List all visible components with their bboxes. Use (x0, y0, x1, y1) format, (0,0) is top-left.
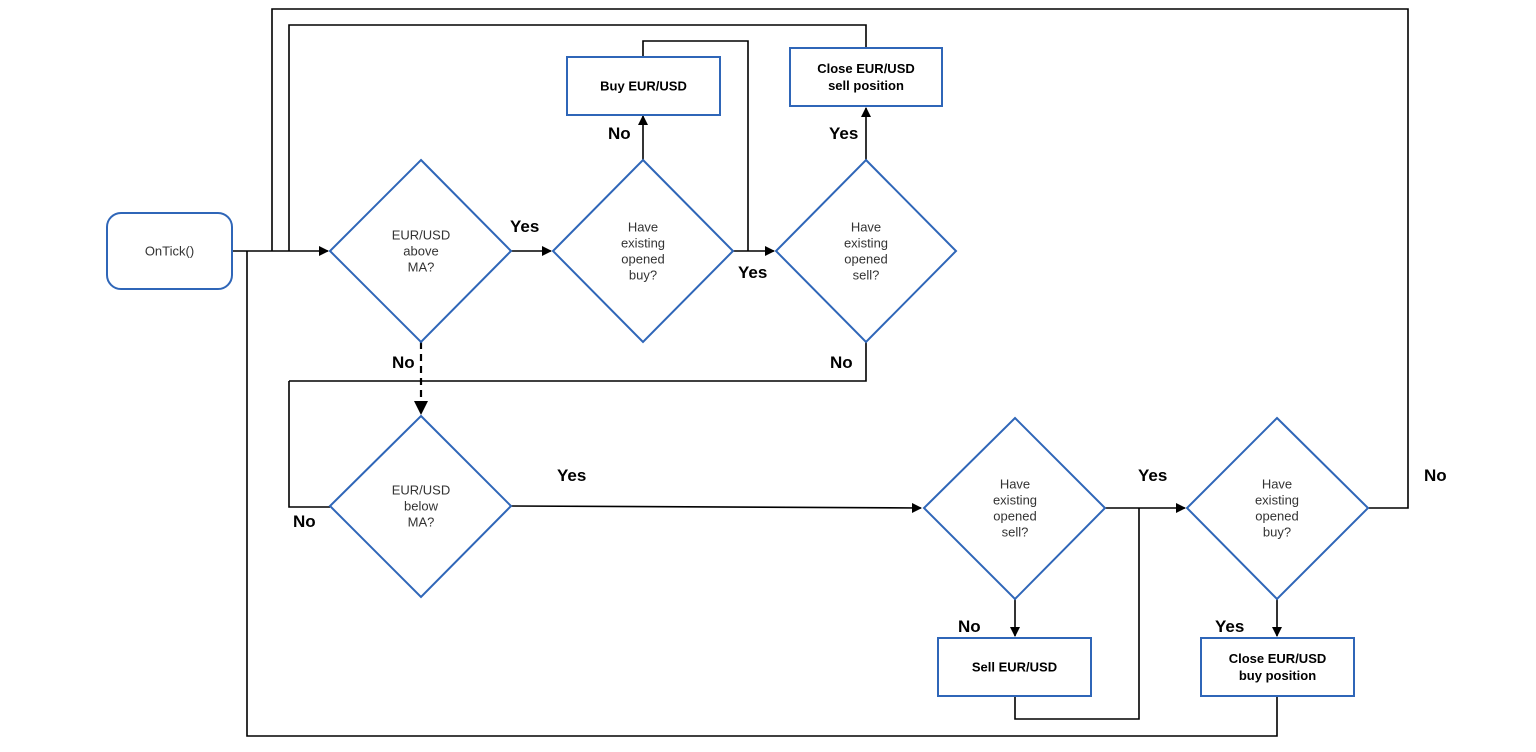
node-label-line: opened (993, 509, 1036, 524)
node-close-sell-label: Close EUR/USD sell position (817, 61, 915, 93)
label-above-ma-no: No (392, 353, 415, 372)
edge-below-ma-yes (510, 502, 922, 513)
label-sell-bottom-yes: Yes (1138, 466, 1167, 485)
node-label-line: Sell EUR/USD (972, 660, 1057, 675)
node-label-line: Have (628, 220, 658, 235)
node-label-line: existing (1255, 493, 1299, 508)
label-below-ma-yes: Yes (557, 466, 586, 485)
node-label-line: buy position (1239, 668, 1316, 683)
label-buy-bottom-no: No (1424, 466, 1447, 485)
node-label-line: Have (851, 220, 881, 235)
edge-sell-top-no-loop (289, 342, 867, 382)
node-close-sell: Close EUR/USD sell position (789, 47, 943, 107)
node-close-buy: Close EUR/USD buy position (1200, 637, 1355, 697)
edge-buy-bottom-no-loop (271, 8, 1409, 509)
node-label-line: opened (621, 252, 664, 267)
node-label-line: Have (1000, 477, 1030, 492)
label-buy-top-no: No (608, 124, 631, 143)
node-sell-eurusd-label: Sell EUR/USD (972, 660, 1057, 675)
node-buy-eurusd: Buy EUR/USD (566, 56, 721, 116)
edge-labels: Yes No No Yes Yes No Yes No Yes No No Ye… (293, 124, 1447, 636)
label-sell-bottom-no: No (958, 617, 981, 636)
node-label-line: buy? (1263, 525, 1291, 540)
label-buy-bottom-yes: Yes (1215, 617, 1244, 636)
node-label-line: opened (1255, 509, 1298, 524)
node-label-line: above (403, 244, 438, 259)
node-close-buy-label: Close EUR/USD buy position (1229, 651, 1327, 683)
node-label-line: buy? (629, 268, 657, 283)
node-label-line: Close EUR/USD (1229, 651, 1327, 666)
edge-below-ma-no-loop (288, 381, 330, 508)
node-label-line: EUR/USD (392, 228, 451, 243)
edge-close-sell-loop (288, 24, 867, 251)
node-label-line: MA? (408, 260, 435, 275)
label-sell-top-yes: Yes (829, 124, 858, 143)
node-label-line: existing (621, 236, 665, 251)
edge-buy-eurusd-loop (642, 40, 749, 251)
node-label-line: existing (844, 236, 888, 251)
edge-sell-eurusd-loop (1014, 508, 1140, 720)
node-label-line: opened (844, 252, 887, 267)
node-label-line: sell? (853, 268, 880, 283)
node-ontick: OnTick() (106, 212, 233, 290)
label-buy-top-yes: Yes (738, 263, 767, 282)
node-sell-eurusd: Sell EUR/USD (937, 637, 1092, 697)
node-label-line: Buy EUR/USD (600, 79, 687, 94)
node-label-line: OnTick() (145, 244, 194, 259)
label-above-ma-yes: Yes (510, 217, 539, 236)
label-sell-top-no: No (830, 353, 853, 372)
node-label-line: existing (993, 493, 1037, 508)
label-below-ma-no: No (293, 512, 316, 531)
node-label-line: below (404, 499, 439, 514)
node-label-line: sell? (1002, 525, 1029, 540)
node-buy-eurusd-label: Buy EUR/USD (600, 79, 687, 94)
node-label-line: EUR/USD (392, 483, 451, 498)
edges (232, 8, 1409, 737)
node-label-line: Close EUR/USD (817, 61, 915, 76)
node-ontick-label: OnTick() (145, 244, 194, 259)
edge-close-buy-loop (246, 251, 1278, 737)
node-label-line: sell position (828, 78, 904, 93)
node-label-line: MA? (408, 515, 435, 530)
node-label-line: Have (1262, 477, 1292, 492)
